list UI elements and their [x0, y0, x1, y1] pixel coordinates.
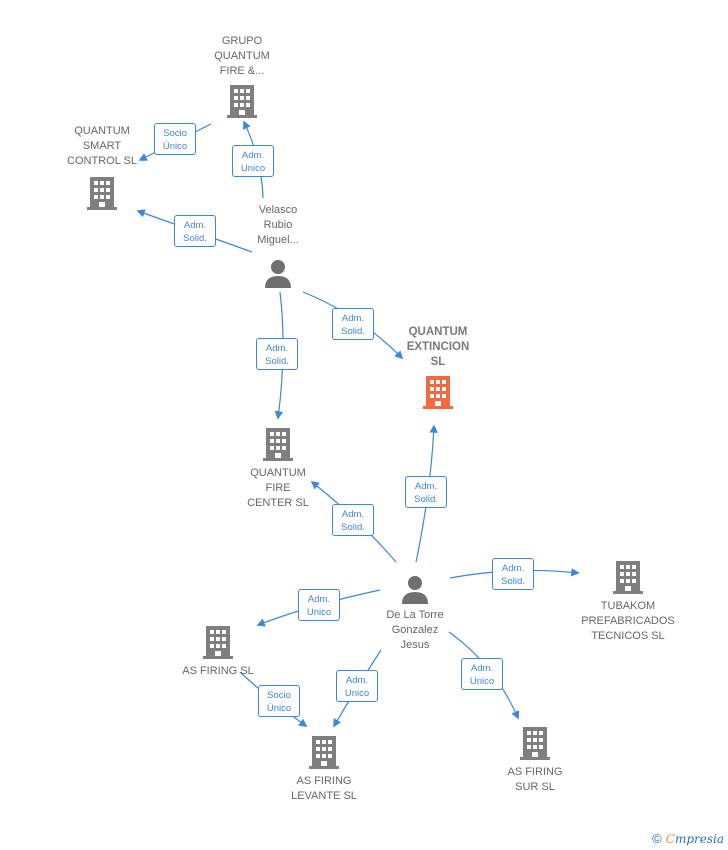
edge-label-adm-solid: Adm. Solid. [405, 476, 447, 508]
company-node-quantum-fire-center[interactable]: QUANTUM FIRE CENTER SL [230, 426, 326, 511]
building-icon [423, 376, 453, 409]
edge-label-adm-unico: Adm. Unico [232, 145, 274, 177]
company-node-as-firing-levante[interactable]: AS FIRING LEVANTE SL [276, 734, 372, 804]
empresia-logo: Cmpresia [665, 831, 724, 846]
person-icon [402, 576, 428, 604]
person-label: Velasco Rubio Miguel... [257, 204, 299, 246]
copyright-symbol: © [652, 831, 662, 846]
edge-label-adm-unico: Adm. Unico [336, 670, 378, 702]
company-label: AS FIRING LEVANTE SL [291, 775, 357, 802]
edge-label-adm-unico: Adm. Unico [298, 589, 340, 621]
edge-label-adm-solid: Adm. Solid. [332, 504, 374, 536]
building-icon [309, 736, 339, 769]
edge-label-adm-solid: Adm. Solid. [174, 215, 216, 247]
building-icon [520, 727, 550, 760]
edge-label-socio-unico: Socio Único [154, 123, 196, 155]
company-node-quantum-smart-control[interactable]: QUANTUM SMART CONTROL SL [52, 124, 152, 211]
edge-label-adm-solid: Adm. Solid. [492, 558, 534, 590]
company-node-grupo-quantum[interactable]: GRUPO QUANTUM FIRE &... [194, 34, 290, 119]
edge-label-socio-unico: Socio Único [258, 685, 300, 717]
company-label: TUBAKOM PREFABRICADOS TECNICOS SL [581, 600, 675, 642]
empresia-brand[interactable]: © Cmpresia [652, 831, 724, 846]
company-label: QUANTUM EXTINCION SL [406, 326, 470, 368]
company-node-as-firing-sur[interactable]: AS FIRING SUR SL [487, 725, 583, 795]
company-node-quantum-extincion[interactable]: QUANTUM EXTINCION SL [392, 325, 484, 410]
person-label: De La Torre Gonzalez Jesus [386, 609, 444, 651]
company-label: QUANTUM FIRE CENTER SL [247, 467, 309, 509]
person-node-velasco[interactable]: Velasco Rubio Miguel... [240, 203, 316, 290]
edge-label-adm-solid: Adm. Solid. [332, 308, 374, 340]
building-icon [227, 85, 257, 118]
edge-label-adm-unico: Adm. Unico [461, 658, 503, 690]
building-icon [87, 177, 117, 210]
company-node-tubakom[interactable]: TUBAKOM PREFABRICADOS TECNICOS SL [572, 559, 684, 644]
company-label: QUANTUM SMART CONTROL SL [67, 125, 137, 167]
person-node-de-la-torre[interactable]: De La Torre Gonzalez Jesus [372, 574, 458, 653]
company-node-as-firing[interactable]: AS FIRING SL [170, 624, 266, 679]
person-icon [265, 260, 291, 288]
company-label: GRUPO QUANTUM FIRE &... [214, 35, 270, 77]
edge-label-adm-solid: Adm. Solid. [256, 338, 298, 370]
company-label: AS FIRING SL [182, 665, 254, 677]
company-label: AS FIRING SUR SL [507, 766, 563, 793]
building-icon [203, 626, 233, 659]
building-icon [613, 561, 643, 594]
building-icon [263, 428, 293, 461]
